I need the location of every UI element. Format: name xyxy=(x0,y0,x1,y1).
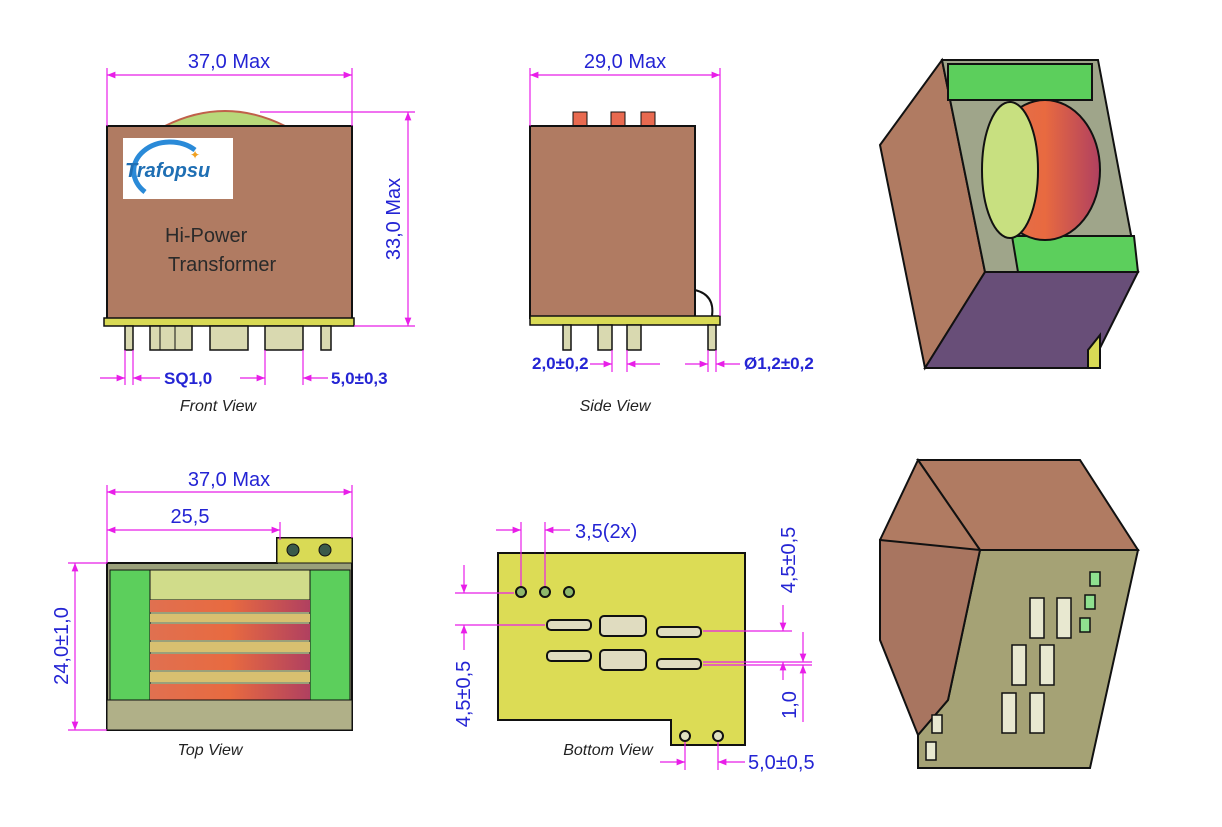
bottom-slot-dim: 1,0 xyxy=(779,691,801,719)
iso-view-bottom xyxy=(878,458,1140,769)
svg-text:✦: ✦ xyxy=(190,148,200,162)
side-width-dim: 29,0 Max xyxy=(584,51,666,73)
logo-text: Trafopsu xyxy=(125,160,210,182)
product-line-2: Transformer xyxy=(168,254,277,276)
pin-size-dim: SQ1,0 xyxy=(164,369,212,388)
side-lead xyxy=(694,289,714,317)
base-plate xyxy=(103,317,355,327)
front-view: Trafopsu ✦ Hi-Power Transformer 37,0 Max… xyxy=(100,51,415,415)
iso-view-top xyxy=(878,57,1140,371)
bottom-mount-pitch-dim: 5,0±0,5 xyxy=(748,752,815,774)
pin-holes xyxy=(515,586,724,742)
side-top-pins xyxy=(572,111,656,127)
bottom-view: 3,5(2x) 4,5±0,5 4,5±0,5 1,0 5,0±0,5 Bott… xyxy=(453,521,815,774)
side-body xyxy=(529,125,696,319)
front-view-label: Front View xyxy=(180,398,258,415)
top-inner-dim: 25,5 xyxy=(171,506,210,528)
side-pin-dia-dim: Ø1,2±0,2 xyxy=(744,354,814,373)
side-view-label: Side View xyxy=(580,398,652,415)
bottom-left-offset-dim: 4,5±0,5 xyxy=(453,661,475,728)
coil-windings xyxy=(150,600,310,700)
front-height-dim: 33,0 Max xyxy=(383,178,405,260)
side-pin-pitch-dim: 2,0±0,2 xyxy=(532,354,589,373)
bottom-pin-pitch-dim: 3,5(2x) xyxy=(575,521,637,543)
bottom-view-label: Bottom View xyxy=(563,742,654,759)
bottom-right-offset-dim: 4,5±0,5 xyxy=(778,527,800,594)
front-pitch-dim: 5,0±0,3 xyxy=(331,369,388,388)
front-pins xyxy=(124,325,332,351)
product-line-1: Hi-Power xyxy=(165,225,248,247)
side-pins xyxy=(562,324,717,351)
top-width-dim: 37,0 Max xyxy=(188,469,270,491)
smd-pads xyxy=(546,615,702,671)
side-view: 29,0 Max 2,0±0,2 Ø1,2±0,2 Side View xyxy=(529,51,814,415)
top-depth-dim: 24,0±1,0 xyxy=(51,607,73,685)
coil-dome xyxy=(164,110,286,127)
top-view-label: Top View xyxy=(178,742,244,759)
side-base-plate xyxy=(529,315,721,326)
top-view: 37,0 Max 25,5 24,0±1,0 Top View xyxy=(51,469,353,759)
trafopsu-logo: Trafopsu ✦ xyxy=(123,138,233,199)
front-width-dim: 37,0 Max xyxy=(188,51,270,73)
